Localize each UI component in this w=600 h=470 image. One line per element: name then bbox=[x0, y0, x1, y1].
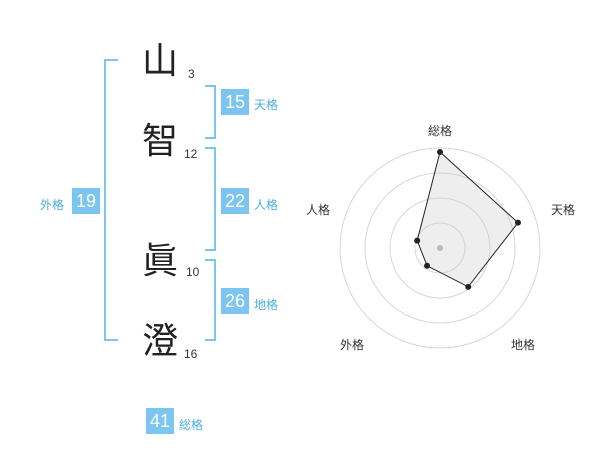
name-char-4: 澄 bbox=[142, 321, 179, 362]
radar-chart bbox=[339, 147, 541, 349]
jinkaku-bracket bbox=[205, 147, 216, 251]
radar-label-chikaku: 地格 bbox=[511, 338, 536, 352]
tenkaku-label: 天格 bbox=[254, 98, 279, 112]
radar-point-tenkaku bbox=[514, 219, 521, 226]
chikaku-label: 地格 bbox=[254, 298, 279, 312]
stroke-count-1: 3 bbox=[188, 67, 195, 81]
radar-ring bbox=[414, 222, 466, 274]
soukaku-label: 総格 bbox=[179, 418, 204, 432]
tenkaku-bracket bbox=[205, 85, 216, 139]
radar-point-gaikaku bbox=[424, 262, 431, 269]
name-char-2: 智 bbox=[142, 121, 179, 162]
radar-point-soukaku bbox=[437, 149, 443, 155]
chikaku-bracket bbox=[205, 259, 216, 341]
gaikaku-bracket bbox=[104, 59, 118, 341]
jinkaku-badge: 22 bbox=[221, 188, 249, 214]
gaikaku-label: 外格 bbox=[40, 198, 65, 212]
stroke-count-2: 12 bbox=[184, 147, 198, 161]
gaikaku-badge: 19 bbox=[72, 188, 100, 214]
radar-label-tenkaku: 天格 bbox=[551, 203, 576, 217]
radar-label-jinkaku: 人格 bbox=[306, 203, 331, 217]
radar-polygon bbox=[416, 151, 519, 288]
chikaku-badge: 26 bbox=[221, 288, 249, 314]
radar-point-chikaku bbox=[465, 283, 472, 290]
stroke-count-4: 16 bbox=[184, 347, 198, 361]
radar-label-soukaku: 総格 bbox=[428, 124, 453, 138]
radar-ring bbox=[339, 147, 541, 349]
soukaku-badge: 41 bbox=[146, 408, 174, 434]
radar-label-gaikaku: 外格 bbox=[340, 338, 365, 352]
name-char-1: 山 bbox=[142, 41, 179, 82]
radar-point-jinkaku bbox=[414, 237, 421, 244]
radar-ring bbox=[364, 172, 516, 324]
tenkaku-badge: 15 bbox=[221, 89, 249, 115]
name-char-3: 眞 bbox=[142, 241, 179, 282]
radar-ring bbox=[389, 197, 491, 299]
jinkaku-label: 人格 bbox=[254, 198, 279, 212]
radar-center-dot bbox=[437, 245, 443, 251]
stroke-count-3: 10 bbox=[186, 265, 200, 279]
